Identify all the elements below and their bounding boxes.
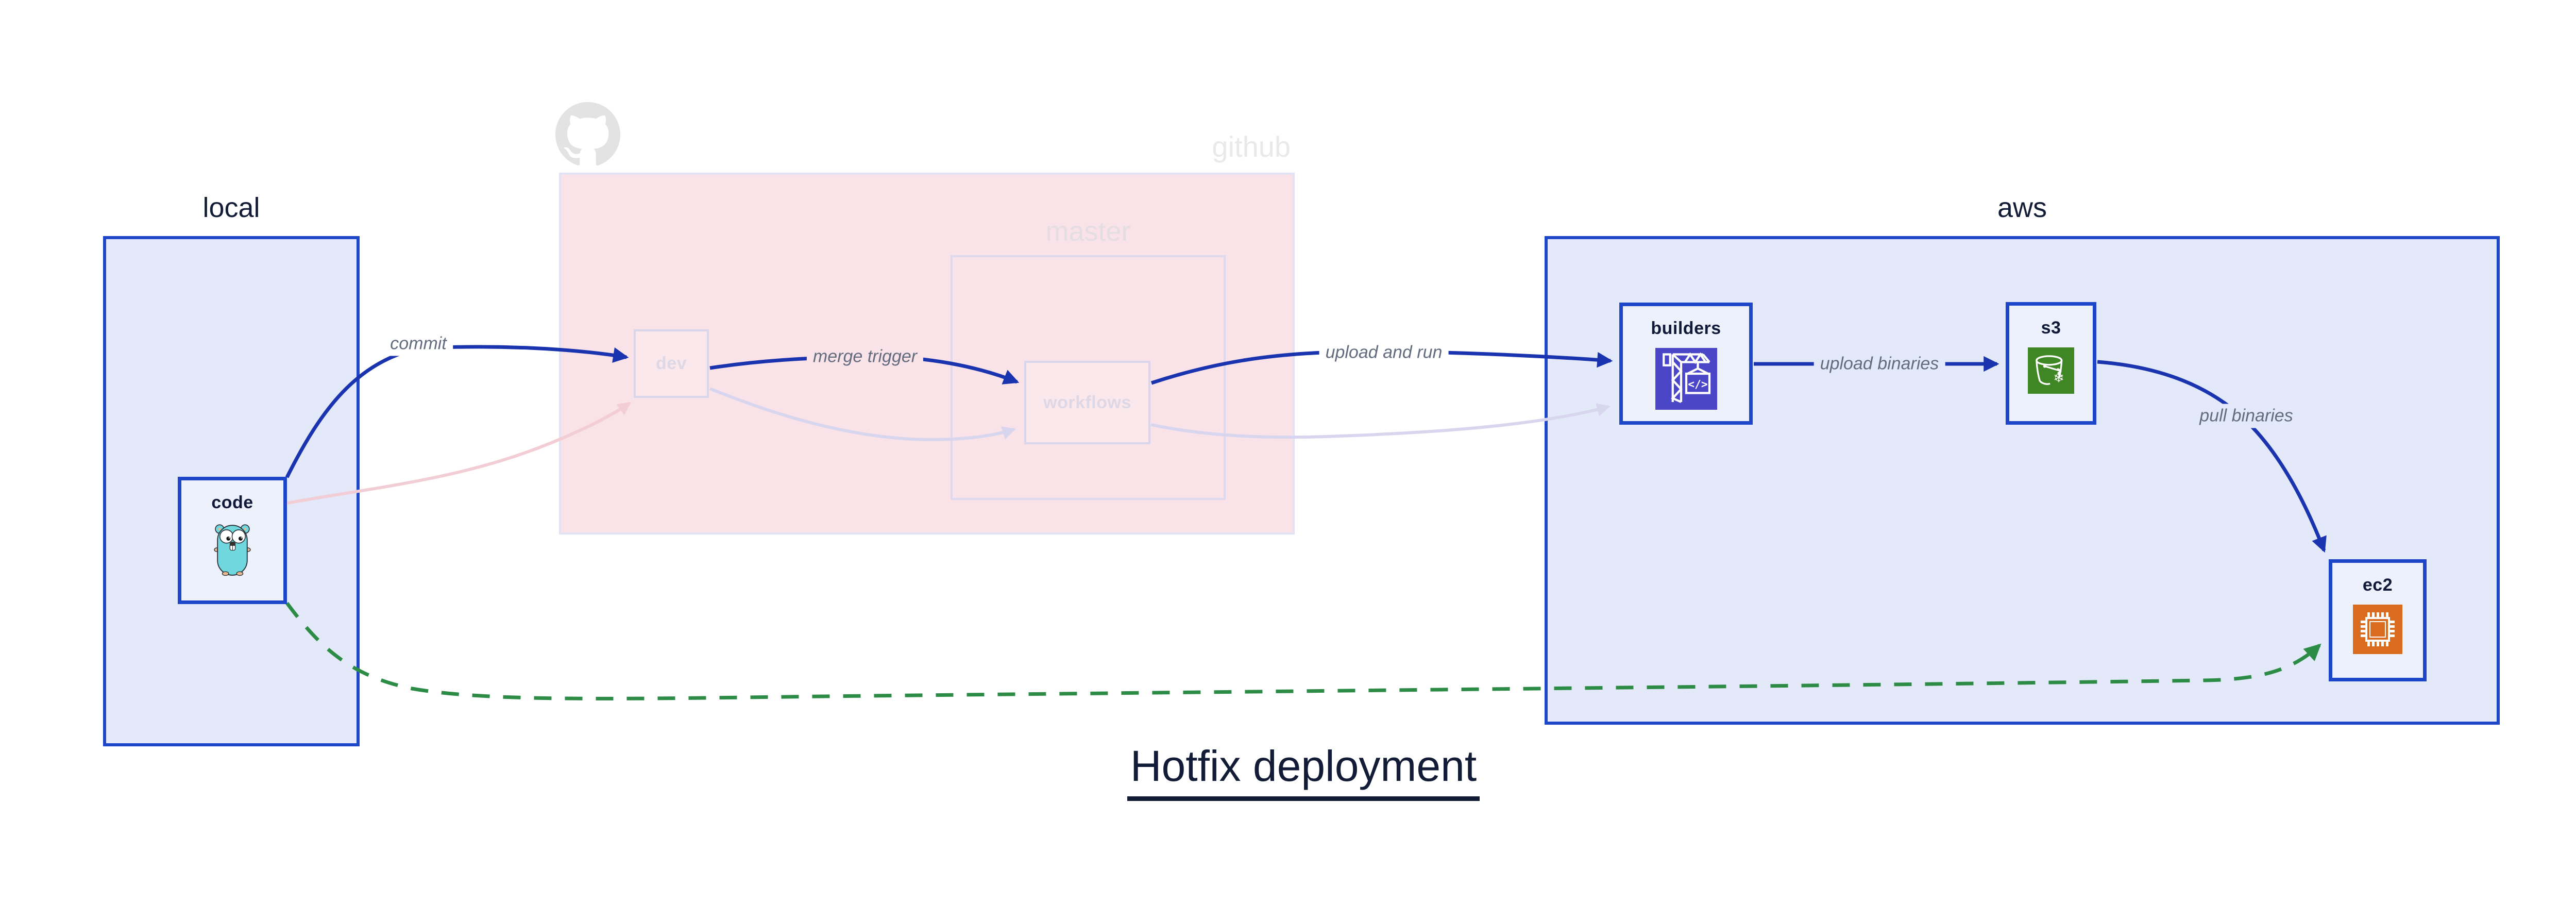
local-group-label: local xyxy=(202,192,260,223)
node-builders: builders </> xyxy=(1619,303,1753,425)
github-group-label: github xyxy=(1212,130,1291,163)
node-dev-label: dev xyxy=(655,354,687,373)
node-code: code xyxy=(178,477,287,604)
master-subgroup-box xyxy=(951,255,1226,500)
diagram-title: Hotfix deployment xyxy=(840,741,1767,801)
edge-dev-to-workflows-faded xyxy=(709,387,1016,441)
ec2-chip-icon xyxy=(2353,605,2402,657)
master-subgroup-label: master xyxy=(1045,216,1131,247)
gopher-icon xyxy=(214,522,251,579)
diagram-title-text: Hotfix deployment xyxy=(1127,741,1480,801)
edge-label-pull-binaries: pull binaries xyxy=(2193,404,2299,428)
s3-bucket-icon: ❄ xyxy=(2028,347,2074,396)
node-ec2: ec2 xyxy=(2329,559,2427,681)
aws-group-label: aws xyxy=(1997,192,2047,223)
edge-label-commit: commit xyxy=(384,331,453,356)
edge-pull-binaries xyxy=(2097,360,2327,553)
node-s3: s3 ❄ xyxy=(2006,302,2096,425)
edge-label-upload-and-run: upload and run xyxy=(1319,340,1449,365)
github-logo-icon xyxy=(555,102,620,167)
edge-workflows-to-builders-faded xyxy=(1150,403,1611,439)
edge-commit xyxy=(285,345,629,478)
edge-label-merge-trigger: merge trigger xyxy=(806,344,924,369)
edge-label-upload-binaries: upload binaries xyxy=(1814,352,1945,376)
s3-snowflake-glyph: ❄ xyxy=(2053,371,2064,386)
edge-code-to-dev-faded xyxy=(287,402,632,505)
edge-hotfix-dashed xyxy=(285,602,2321,700)
codebuild-glyph: </> xyxy=(1688,378,1707,391)
node-workflows-label: workflows xyxy=(1043,392,1131,412)
node-workflows: workflows xyxy=(1024,361,1150,444)
node-s3-label: s3 xyxy=(2041,318,2061,338)
node-code-label: code xyxy=(211,493,253,512)
github-group-box xyxy=(559,173,1295,534)
node-dev: dev xyxy=(634,329,709,398)
codebuild-crane-icon: </> xyxy=(1655,348,1717,412)
node-ec2-label: ec2 xyxy=(2362,575,2393,595)
node-builders-label: builders xyxy=(1651,319,1721,338)
